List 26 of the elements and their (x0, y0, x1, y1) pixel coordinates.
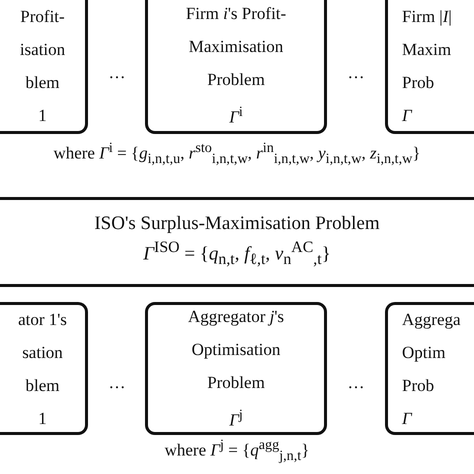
problem-title: Aggrega Optim Prob (402, 308, 462, 396)
set-symbol: Γ (402, 408, 412, 430)
ellipsis: … (108, 63, 126, 83)
set-symbol: Γ$^{i}$ (229, 103, 243, 129)
problem-box (385, 302, 474, 435)
problem-box (385, 0, 474, 134)
problem-box (0, 0, 88, 134)
problem-title: Firm i's Profit- Maximisation Problem (184, 3, 288, 92)
ellipsis: … (348, 63, 364, 83)
set-definition: where Γ$^{i}$ = {g$_{i,n,t,u}$, r$^{sto}$$_{i,n,t,w}$, r$^{in}$$_{i,n,t,w}$, y$_{i,n,t,w}$, z$_{i,n,t,w}$} (53, 140, 421, 168)
set-definition: where Γ$^{j}$ = {q$^{agg}$$_{j,n,t}$} (164, 437, 310, 466)
problem-title: Firm |I| Maxim Prob (402, 6, 453, 94)
problem-box (0, 302, 88, 435)
problem-title: ator 1's sation blem (17, 308, 68, 396)
set-symbol: Γ (402, 104, 412, 126)
ellipsis: … (348, 373, 364, 393)
problem-title: Profit- isation blem (18, 6, 66, 94)
problem-band (0, 197, 474, 287)
set-symbol: 1 (38, 408, 47, 430)
set-symbol: 1 (38, 104, 47, 126)
set-symbol: Γ$^{j}$ (229, 406, 243, 432)
problem-box (145, 302, 327, 435)
ellipsis: … (108, 373, 126, 393)
problem-title: ISO's Surplus-Maximisation Problem (94, 212, 380, 236)
problem-box (145, 0, 327, 134)
problem-title: Aggregator j's Optimisation Problem (186, 306, 286, 394)
